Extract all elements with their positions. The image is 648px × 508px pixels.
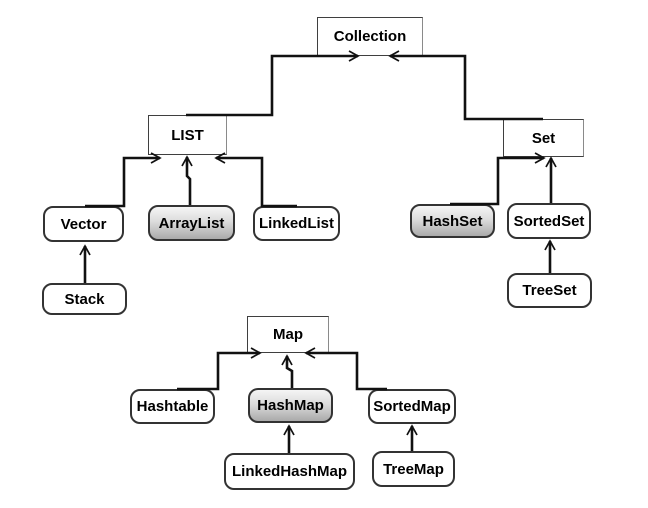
node-vector: Vector <box>43 206 124 242</box>
arrowhead-up-icon <box>79 244 91 256</box>
edge-line <box>306 351 387 391</box>
node-linkedlist: LinkedList <box>253 206 340 241</box>
node-collection: Collection <box>317 17 423 56</box>
node-sortedmap: SortedMap <box>368 389 456 424</box>
node-label-hashtable: Hashtable <box>136 398 209 415</box>
node-label-list: LIST <box>171 126 204 144</box>
node-linkedhashmap: LinkedHashMap <box>224 453 355 490</box>
node-label-treemap: TreeMap <box>383 460 444 478</box>
node-treeset: TreeSet <box>507 273 592 308</box>
node-map: Map <box>247 316 329 353</box>
edge-linkedlist-list <box>214 152 297 208</box>
node-label-collection: Collection <box>333 28 407 45</box>
node-hashmap: HashMap <box>248 388 333 423</box>
edge-line <box>186 54 358 117</box>
arrowhead-up-icon <box>283 424 295 436</box>
edge-line <box>85 156 160 208</box>
node-label-treeset: TreeSet <box>522 282 577 299</box>
node-list: LIST <box>148 115 227 155</box>
node-label-hashset: HashSet <box>422 212 483 230</box>
node-label-set: Set <box>531 129 556 147</box>
edge-sortedmap-map <box>304 347 387 391</box>
node-label-vector: Vector <box>60 215 107 233</box>
edge-line <box>185 157 192 205</box>
edge-treemap-sortedmap <box>406 424 418 451</box>
edge-vector-list <box>85 152 162 208</box>
edge-stack-vector <box>79 244 91 283</box>
node-set: Set <box>503 119 584 157</box>
edge-hashmap-map <box>281 354 294 388</box>
arrowhead-up-icon <box>181 155 193 167</box>
arrowhead-up-icon <box>544 239 556 251</box>
edge-hashtable-map <box>177 347 262 391</box>
node-label-linkedhashmap: LinkedHashMap <box>231 463 348 480</box>
node-label-map: Map <box>273 326 303 343</box>
node-label-hashmap: HashMap <box>257 397 324 414</box>
edge-sortedset-set <box>545 156 557 203</box>
node-label-linkedlist: LinkedList <box>258 215 334 232</box>
edge-line <box>216 156 297 208</box>
node-label-sortedset: SortedSet <box>513 212 585 230</box>
node-hashtable: Hashtable <box>130 389 215 424</box>
edge-line <box>285 356 294 388</box>
edge-line <box>390 54 543 121</box>
node-label-stack: Stack <box>64 290 105 308</box>
node-stack: Stack <box>42 283 127 315</box>
node-sortedset: SortedSet <box>507 203 591 239</box>
edge-list-collection <box>186 50 360 117</box>
edge-line <box>450 156 544 206</box>
arrowhead-up-icon <box>406 424 418 436</box>
edge-linkedhashmap-hashmap <box>283 424 295 453</box>
edge-set-collection <box>388 50 543 121</box>
node-treemap: TreeMap <box>372 451 455 487</box>
edge-arraylist-list <box>181 155 193 205</box>
node-label-sortedmap: SortedMap <box>373 398 451 415</box>
arrowhead-up-icon <box>545 156 557 168</box>
node-label-arraylist: ArrayList <box>158 214 225 232</box>
node-arraylist: ArrayList <box>148 205 235 241</box>
arrowhead-up-icon <box>281 354 293 366</box>
edge-treeset-sortedset <box>544 239 556 273</box>
edge-line <box>177 351 260 391</box>
edge-hashset-set <box>450 152 546 206</box>
node-hashset: HashSet <box>410 204 495 238</box>
